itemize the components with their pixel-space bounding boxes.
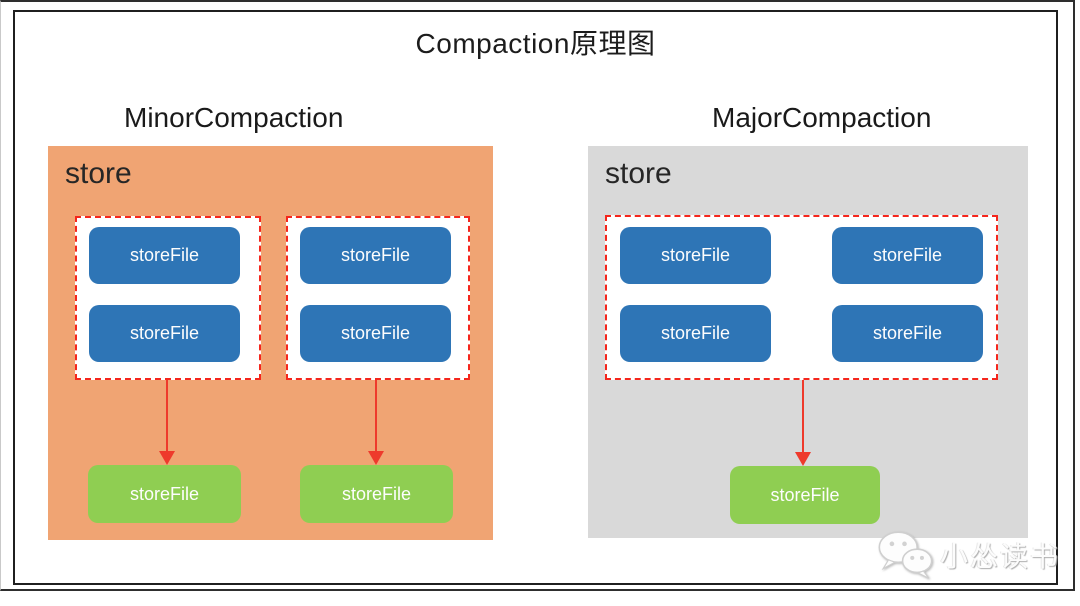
storefile-input-box: storeFile: [832, 227, 983, 284]
diagram-title: Compaction原理图: [415, 28, 656, 59]
storefile-selection-group: storeFile storeFile: [75, 216, 261, 380]
wechat-icon: [878, 531, 933, 579]
major-compaction-panel: store storeFile storeFile storeFile stor…: [588, 146, 1028, 538]
storefile-input-box: storeFile: [832, 305, 983, 362]
major-compaction-heading: MajorCompaction: [712, 102, 932, 133]
outer-border: [0, 0, 1075, 591]
storefile-input-box: storeFile: [620, 305, 771, 362]
storefile-input-box: storeFile: [89, 227, 240, 284]
storefile-input-box: storeFile: [89, 305, 240, 362]
storefile-selection-group: storeFile storeFile storeFile storeFile: [605, 215, 998, 380]
watermark: 小怂读书: [874, 527, 1060, 583]
storefile-input-box: storeFile: [620, 227, 771, 284]
storefile-output-box: storeFile: [300, 465, 453, 523]
compaction-arrow: [368, 380, 384, 465]
minor-compaction-heading: MinorCompaction: [124, 102, 344, 133]
storefile-input-box: storeFile: [300, 305, 451, 362]
storefile-output-box: storeFile: [730, 466, 880, 524]
store-label: store: [65, 157, 132, 190]
minor-compaction-panel: store storeFile storeFile storeFile stor…: [48, 146, 493, 540]
storefile-output-box: storeFile: [88, 465, 241, 523]
watermark-text: 小怂读书: [940, 541, 1061, 572]
compaction-arrow: [159, 380, 175, 465]
store-label: store: [605, 157, 672, 190]
storefile-selection-group: storeFile storeFile: [286, 216, 470, 380]
storefile-input-box: storeFile: [300, 227, 451, 284]
compaction-arrow: [795, 380, 811, 466]
